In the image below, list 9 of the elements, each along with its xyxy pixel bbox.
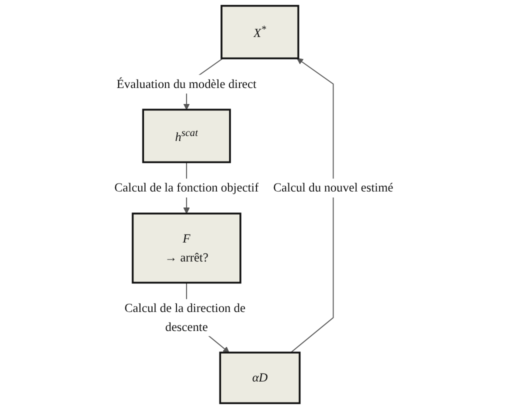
edge-label: Calcul de la direction de descente [124, 301, 246, 334]
arrow [290, 58, 334, 354]
edge-label: Calcul de la fonction objectif [114, 180, 259, 195]
node-box: h$^{scat}$ [142, 108, 231, 164]
node-box: X$^{*}$ [220, 4, 300, 60]
node-box: αD [219, 352, 301, 404]
edge-label: Calcul du nouvel estimé [273, 180, 394, 195]
node-box: F → arrêt? [132, 212, 242, 284]
edge-label: Évaluation du modèle direct [116, 76, 256, 91]
